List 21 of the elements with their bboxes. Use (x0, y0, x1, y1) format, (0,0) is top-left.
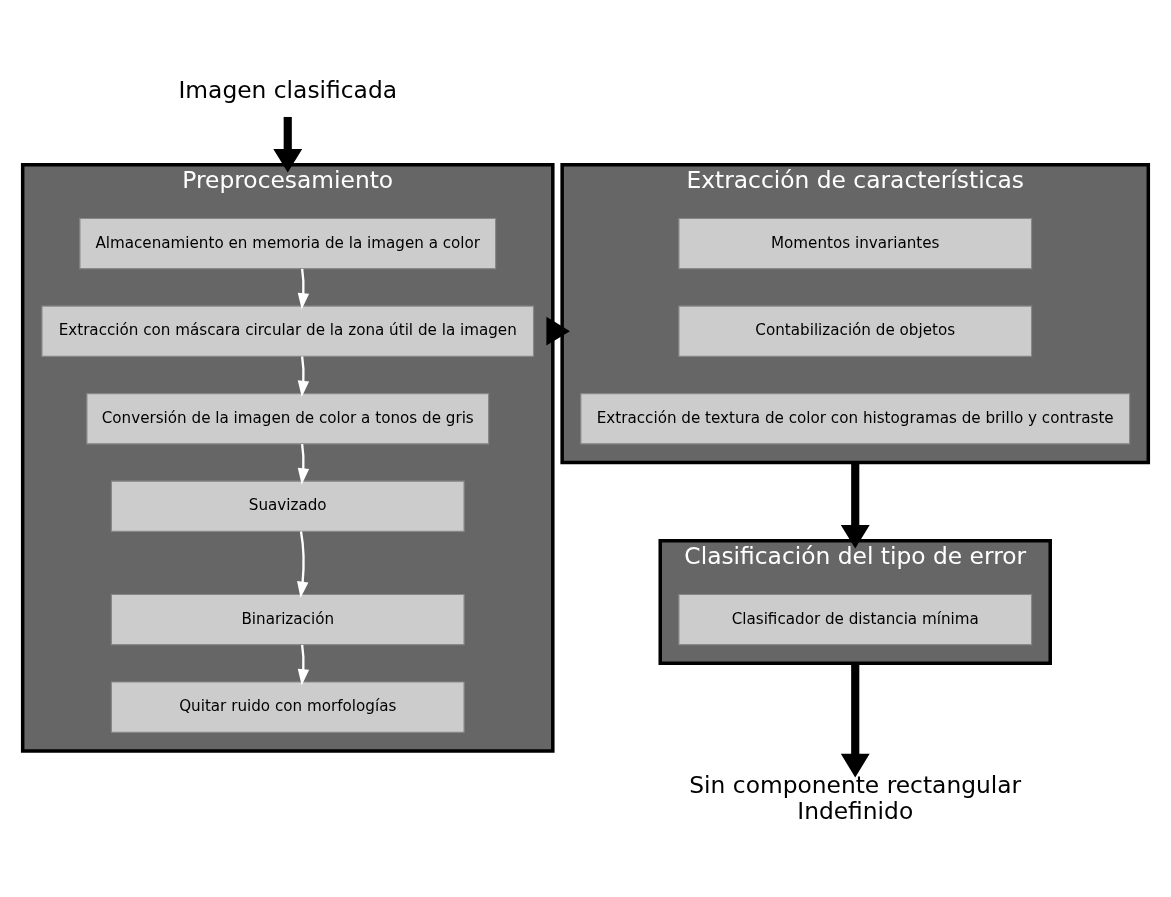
arrow (297, 531, 309, 598)
arrow (297, 443, 310, 485)
node-box: Extracción con máscara circular de la zona útil de la imagen (41, 305, 535, 357)
arrow (297, 644, 310, 686)
node-box: Conversión de la imagen de color a tonos de gris (86, 393, 490, 445)
node-box: Almacenamiento en memoria de la imagen a color (79, 217, 497, 270)
arrow (840, 462, 870, 549)
node-box: Clasificador de distancia mínima (678, 593, 1033, 646)
node-box: Suavizado (110, 480, 465, 532)
arrow (297, 268, 310, 310)
arrow (273, 116, 303, 173)
node-box: Contabilización de objetos (678, 305, 1033, 357)
node-box: Binarización (110, 593, 465, 646)
arrow (546, 316, 570, 346)
arrow (840, 663, 870, 778)
node-box: Momentos invariantes (678, 217, 1033, 270)
arrow (297, 356, 310, 398)
node-box: Quitar ruido con morfologías (110, 681, 465, 733)
node-text: Imagen clasificada (178, 75, 398, 104)
node-text: Sin componente rectangular Indefinido (689, 770, 1022, 825)
node-box: Extracción de textura de color con histogramas de brillo y contraste (580, 393, 1131, 445)
